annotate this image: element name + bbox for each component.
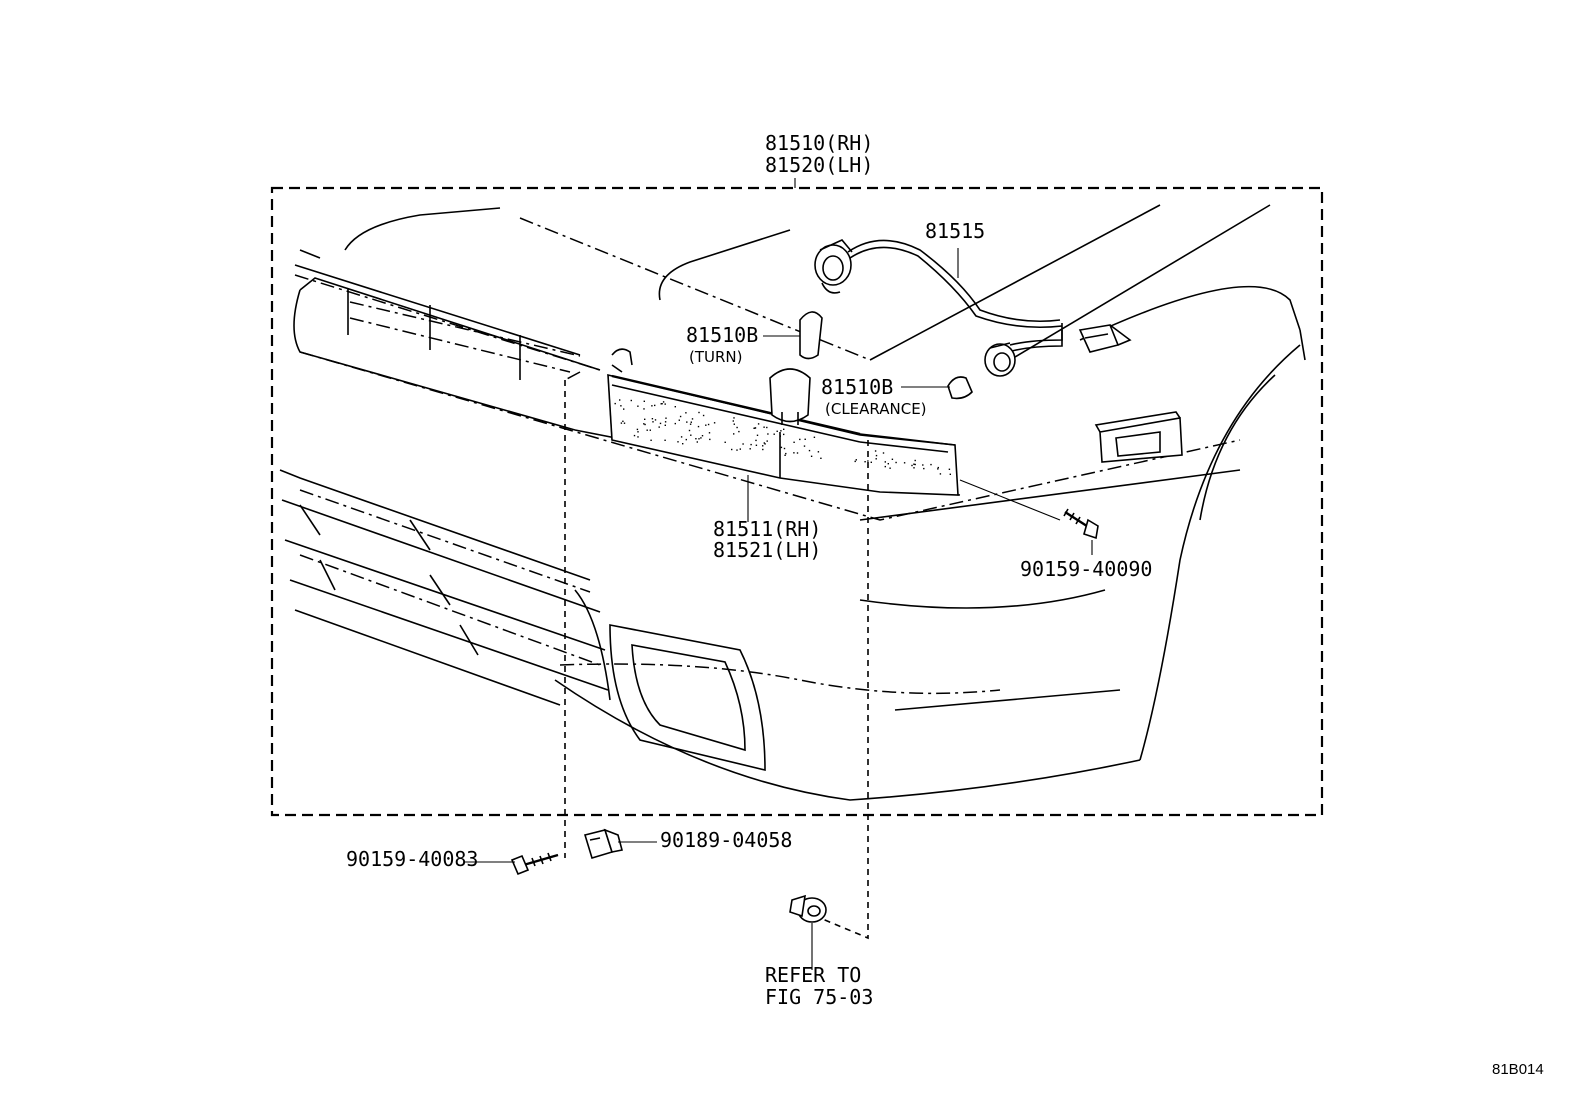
label-bulb-clearance: 81510B [821, 375, 893, 399]
label-screw-right: 90159-40090 [1020, 557, 1152, 581]
label-screw-left: 90159-40083 [346, 847, 478, 871]
fog-light-recess [609, 624, 766, 772]
lens-stipple [614, 399, 951, 475]
label-refer-line1: REFER TO [765, 963, 861, 987]
label-bulb-turn: 81510B [686, 323, 758, 347]
socket-wire [814, 239, 1132, 377]
screw-right-part [959, 479, 1099, 555]
label-lens-lh: 81521(LH) [713, 538, 821, 562]
label-socket-wire: 81515 [925, 219, 985, 243]
clip-part [789, 894, 827, 970]
label-bulb-turn-note: (TURN) [689, 348, 743, 366]
lamp-lens [607, 348, 959, 496]
screw-left-part [510, 852, 559, 876]
label-assembly-lh: 81520(LH) [765, 153, 873, 177]
assembly-frame [270, 178, 1324, 817]
bulbs [769, 311, 973, 425]
hood-outline [294, 204, 1306, 371]
leader-lines [465, 248, 959, 863]
side-marker [1094, 411, 1183, 463]
label-lens-rh: 81511(RH) [713, 517, 821, 541]
label-assembly-rh: 81510(RH) [765, 131, 873, 155]
label-bulb-clearance-note: (CLEARANCE) [825, 400, 927, 418]
label-refer-line2: FIG 75-03 [765, 985, 873, 1009]
figure-code: 81B014 [1492, 1061, 1544, 1078]
nut-part [583, 828, 623, 859]
upper-grille [293, 277, 601, 431]
label-nut: 90189-04058 [660, 828, 792, 852]
lower-grille [279, 469, 611, 706]
guide-lines [564, 371, 869, 940]
